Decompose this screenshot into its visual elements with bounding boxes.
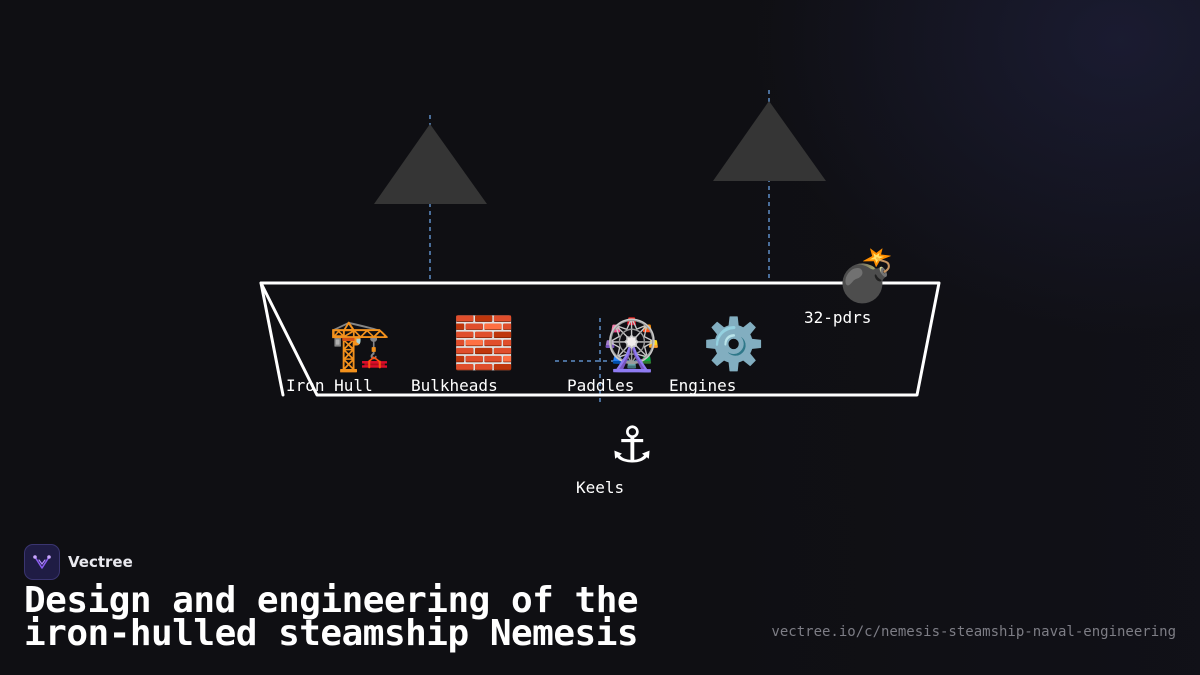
aft-sail: [713, 101, 826, 181]
node-label-guns: 32-pdrs: [804, 308, 872, 327]
node-label-iron-hull: Iron Hull: [286, 376, 373, 395]
construction-crane-icon: 🏗️: [328, 316, 392, 374]
brand: Vectree: [24, 544, 133, 580]
brick-wall-icon: 🧱: [452, 314, 516, 372]
title-line-2: iron-hulled steamship Nemesis: [24, 613, 639, 654]
bow-line: [259, 281, 285, 397]
node-label-engines: Engines: [669, 376, 737, 395]
node-label-paddles: Paddles: [567, 376, 635, 395]
bomb-icon: 💣: [835, 247, 899, 305]
hull-outline: [259, 281, 941, 397]
vectree-logo-icon: [24, 544, 60, 580]
anchor-icon: ⚓: [609, 416, 655, 474]
node-label-keels: Keels: [576, 478, 625, 497]
title-line-1: Design and engineering of the: [24, 580, 639, 621]
source-url[interactable]: vectree.io/c/nemesis-steamship-naval-eng…: [771, 624, 1176, 640]
node-label-bulkheads: Bulkheads: [411, 376, 498, 395]
page-title: Design and engineering of the iron-hulle…: [24, 583, 639, 652]
brand-name: Vectree: [68, 553, 133, 571]
gear-icon: ⚙️: [702, 315, 766, 373]
ferris-wheel-icon: 🎡: [600, 316, 664, 374]
fore-sail: [374, 124, 487, 204]
